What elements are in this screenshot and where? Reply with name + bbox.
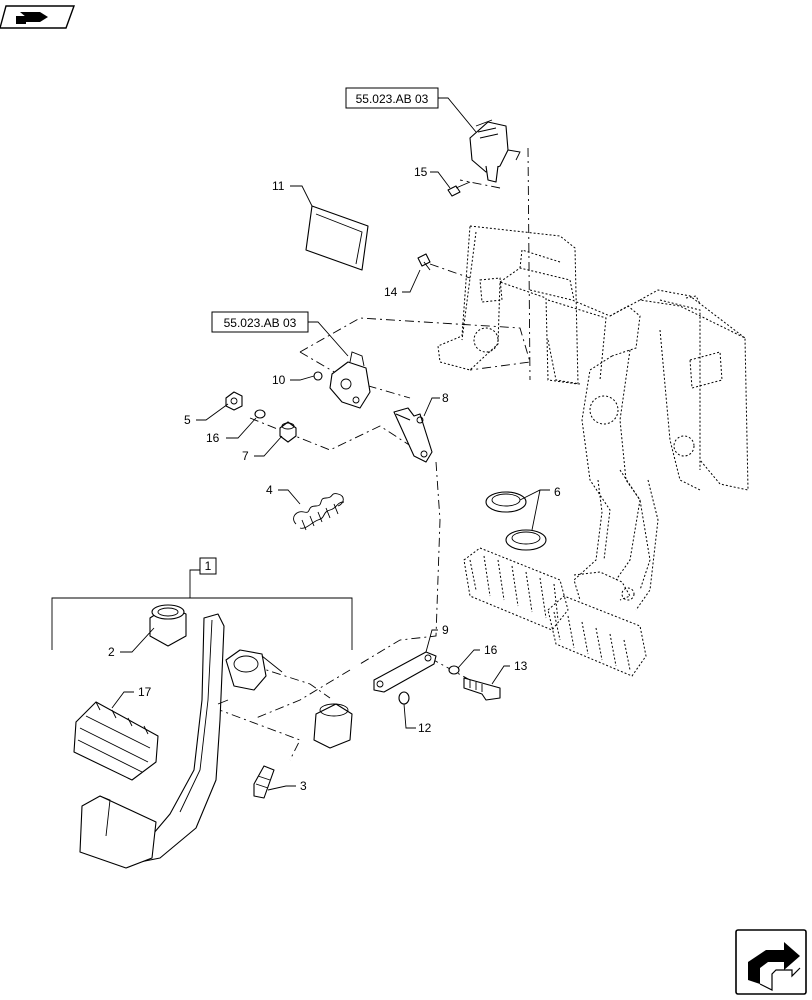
part-15-screw [447, 181, 471, 197]
middle-pedal-switch [329, 351, 371, 409]
previous-page-icon[interactable] [0, 5, 75, 29]
assembly-1-box: 1 [199, 557, 217, 575]
part-14-bolt [417, 253, 431, 271]
next-page-icon[interactable] [735, 929, 807, 995]
callout-16-left: 16 [206, 431, 220, 445]
callout-10: 10 [272, 373, 286, 387]
part-3-pin [253, 765, 275, 799]
reference-middle[interactable]: 55.023.AB 03 [211, 311, 349, 357]
reference-upper[interactable]: 55.023.AB 03 [345, 87, 477, 133]
callout-13: 13 [514, 659, 528, 673]
callout-11: 11 [272, 179, 285, 193]
part-13-bolt [463, 677, 501, 701]
callout-4: 4 [266, 483, 273, 497]
callout-17: 17 [138, 685, 152, 699]
part-6-plug-upper [485, 491, 527, 513]
pedal-bushing-right [313, 703, 353, 749]
callout-15: 15 [414, 165, 428, 179]
callout-3: 3 [300, 779, 307, 793]
assembly-1-label: 1 [205, 559, 212, 573]
part-4-spring [293, 493, 345, 531]
part-12-ring [398, 691, 410, 705]
callout-2: 2 [108, 645, 115, 659]
part-2-bushing [149, 604, 187, 647]
part-5-nut [225, 391, 243, 411]
part-11-label [305, 205, 369, 271]
callout-leaders [111, 171, 550, 791]
reference-upper-label: 55.023.AB 03 [356, 92, 429, 106]
brake-pedal-pads [463, 547, 647, 677]
pedal-bracket-frame [437, 225, 749, 611]
part-7-bushing [279, 421, 297, 443]
callout-12: 12 [418, 721, 432, 735]
callout-5: 5 [184, 413, 191, 427]
part-16-washer-right [448, 665, 460, 675]
callout-7: 7 [242, 449, 249, 463]
assembly-1-bracket [51, 569, 353, 650]
clutch-pedal-arm [79, 613, 283, 869]
callout-9: 9 [442, 623, 449, 637]
part-10-clip [313, 371, 323, 381]
part-17-pedal-pad [73, 701, 159, 781]
part-6-plug-lower [505, 529, 547, 551]
part-9-link [373, 651, 437, 693]
callout-16-right: 16 [484, 643, 498, 657]
reference-middle-label: 55.023.AB 03 [224, 316, 297, 330]
callout-6: 6 [554, 485, 561, 499]
upper-pedal-sensor [469, 119, 521, 183]
callout-14: 14 [384, 285, 398, 299]
part-16-washer-left [254, 409, 266, 419]
callout-8: 8 [442, 391, 449, 405]
part-8-lever [393, 407, 433, 463]
